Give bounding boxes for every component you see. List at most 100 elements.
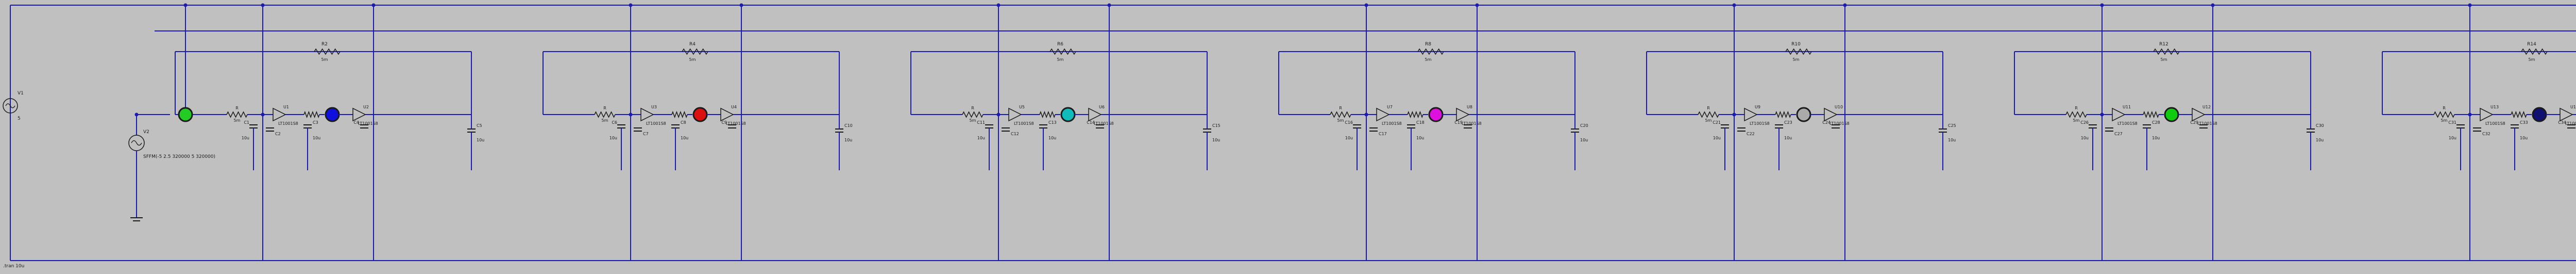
cap-c-name: C33 <box>2520 120 2528 125</box>
cap-a-value: 10u <box>1713 136 1721 140</box>
cap-a-name: C26 <box>2080 120 2089 125</box>
opamp-u1-part: LT1001S8 <box>2117 121 2138 126</box>
input-resistor-value: 5m <box>1705 118 1712 123</box>
cap-a-value: 10u <box>1345 136 1353 140</box>
led-indicator-icon <box>1060 107 1076 122</box>
input-resistor <box>226 111 248 118</box>
cap-b-name: C2 <box>275 132 281 136</box>
cap-b-name: C22 <box>1747 132 1755 136</box>
sine-wave-glyph <box>5 103 15 108</box>
opamp-u1-name: U13 <box>2490 105 2499 109</box>
feedback-resistor-value: 5m <box>1793 57 1800 62</box>
opamp-u2-name: U14 <box>2570 105 2576 109</box>
cap-d-name: C34 <box>2558 120 2566 125</box>
cap-c-name: C18 <box>1416 120 1425 125</box>
opamp-u1-name: U1 <box>283 105 289 109</box>
opamp-icon <box>1824 107 1838 122</box>
junction-dot <box>2100 3 2104 7</box>
cap-c-name: C13 <box>1048 120 1057 125</box>
cap-e-value: 10u <box>1580 138 1588 142</box>
cap-c-value: 10u <box>681 136 688 140</box>
led-indicator-icon <box>178 107 193 122</box>
opamp-icon <box>352 107 366 122</box>
cap-e-value: 10u <box>1212 138 1220 142</box>
cap-c-value: 10u <box>1048 136 1056 140</box>
junction-dot <box>261 3 265 7</box>
source-v1-value: 5 <box>18 116 21 121</box>
cap-b-name: C27 <box>2114 132 2123 136</box>
opamp-u1-part: LT1001S8 <box>1014 121 1034 126</box>
source-v2-name: V2 <box>143 130 149 135</box>
cap-d-name: C24 <box>1822 120 1831 125</box>
opamp-icon <box>273 107 286 122</box>
opamp-u1-name: U3 <box>651 105 657 109</box>
led-indicator-icon <box>1796 107 1811 122</box>
cap-a-name: C31 <box>2448 120 2456 125</box>
opamp-u2-name: U8 <box>1467 105 1472 109</box>
mid-resistor <box>671 110 688 119</box>
feedback-resistor-value: 5m <box>689 57 696 62</box>
junction-dot <box>1364 112 1368 117</box>
input-resistor-name: R <box>2075 106 2078 110</box>
cap-a-name: C21 <box>1713 120 1721 125</box>
cap-a-value: 10u <box>977 136 985 140</box>
feedback-resistor-name: R4 <box>689 42 696 47</box>
feedback-resistor-name: R8 <box>1425 42 1431 47</box>
junction-dot <box>629 3 633 7</box>
mid-resistor <box>303 110 320 119</box>
cap-e-value: 10u <box>1948 138 1956 142</box>
opamp-icon <box>1376 107 1390 122</box>
input-resistor-value: 5m <box>602 118 608 123</box>
junction-dot <box>2468 3 2472 7</box>
cap-a-value: 10u <box>242 136 249 140</box>
input-resistor <box>2065 111 2087 118</box>
opamp-u2-name: U4 <box>731 105 737 109</box>
cap-e-name: C10 <box>844 123 853 128</box>
opamp-icon <box>1456 107 1470 122</box>
cap-e-value: 10u <box>477 138 484 142</box>
cap-a-value: 10u <box>2081 136 2089 140</box>
opamp-u2-part: LT1001S8 <box>2197 121 2217 126</box>
cap-d-name: C29 <box>2190 120 2198 125</box>
opamp-icon <box>640 107 654 122</box>
cap-c-name: C3 <box>313 120 318 125</box>
cap-c-name: C8 <box>681 120 686 125</box>
cap-c-value: 10u <box>2152 136 2160 140</box>
opamp-u1-name: U9 <box>1755 105 1760 109</box>
opamp-icon <box>2560 107 2573 122</box>
feedback-resistor-value: 5m <box>1425 57 1432 62</box>
feedback-resistor <box>2521 48 2548 55</box>
cap-e-value: 10u <box>2316 138 2324 142</box>
cap-c-value: 10u <box>1416 136 1424 140</box>
feedback-resistor <box>1049 48 1076 55</box>
opamp-u1-name: U7 <box>1387 105 1393 109</box>
input-resistor-value: 5m <box>1337 118 1344 123</box>
junction-dot <box>134 112 139 117</box>
junction-dot <box>2100 112 2104 117</box>
opamp-icon <box>2192 107 2206 122</box>
junction-dot <box>1732 3 1736 7</box>
input-resistor <box>1698 111 1719 118</box>
input-resistor-name: R <box>603 106 606 110</box>
feedback-resistor <box>314 48 341 55</box>
cap-c-value: 10u <box>2520 136 2528 140</box>
feedback-resistor-name: R10 <box>1791 42 1801 47</box>
mid-resistor <box>1039 110 1056 119</box>
input-resistor-name: R <box>1339 106 1342 110</box>
feedback-resistor <box>2153 48 2180 55</box>
cap-c-value: 10u <box>1784 136 1792 140</box>
cap-e-name: C5 <box>477 123 482 128</box>
cap-d-name: C4 <box>353 120 359 125</box>
junction-dot <box>1475 3 1479 7</box>
cap-a-value: 10u <box>609 136 617 140</box>
input-resistor-value: 5m <box>234 118 241 123</box>
cap-e-name: C25 <box>1948 123 1956 128</box>
cap-e-name: C20 <box>1580 123 1588 128</box>
feedback-resistor <box>1785 48 1812 55</box>
feedback-resistor-name: R12 <box>2159 42 2168 47</box>
mid-resistor <box>2511 110 2527 119</box>
junction-dot <box>2468 112 2472 117</box>
spice-directive: .tran 10u <box>3 264 24 269</box>
mid-resistor <box>2143 110 2159 119</box>
junction-dot <box>996 112 1001 117</box>
